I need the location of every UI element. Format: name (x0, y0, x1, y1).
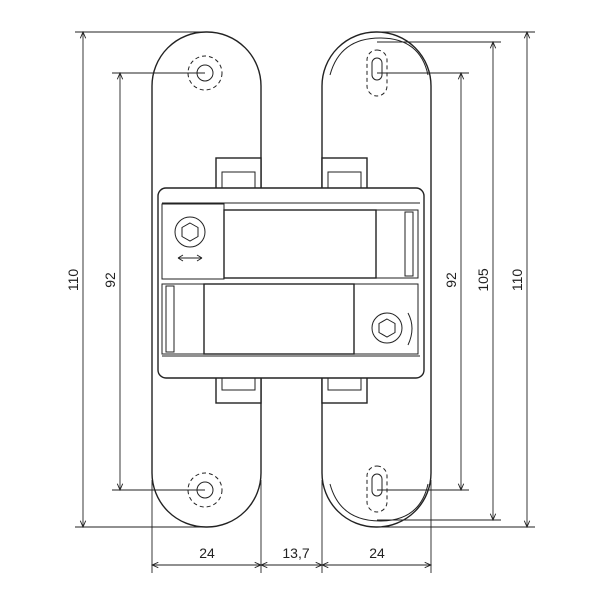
hinge-mechanism (157, 157, 425, 404)
lateral-adjust-screw-icon (174, 216, 206, 262)
dim-label-right-92: 92 (443, 272, 459, 288)
dim-label-right-width: 24 (369, 545, 385, 561)
dim-label-right-105: 105 (475, 268, 491, 292)
dim-label-left-110: 110 (65, 269, 81, 292)
dim-label-left-92: 92 (102, 272, 118, 288)
right-bottom-slot (366, 465, 388, 513)
dim-label-right-110: 110 (509, 269, 525, 292)
dim-label-left-width: 24 (199, 545, 215, 561)
upper-knuckle (223, 209, 377, 279)
right-leaf-top-edge (329, 37, 429, 76)
extension-lines (75, 31, 535, 573)
right-leaf-bottom-edge (329, 483, 429, 522)
curved-arrow-icon (407, 312, 413, 346)
lower-knuckle (203, 283, 355, 355)
rotation-adjust-screw-icon (371, 312, 413, 346)
dim-label-gap: 13,7 (282, 545, 309, 561)
horizontal-arrow-icon (177, 254, 203, 262)
